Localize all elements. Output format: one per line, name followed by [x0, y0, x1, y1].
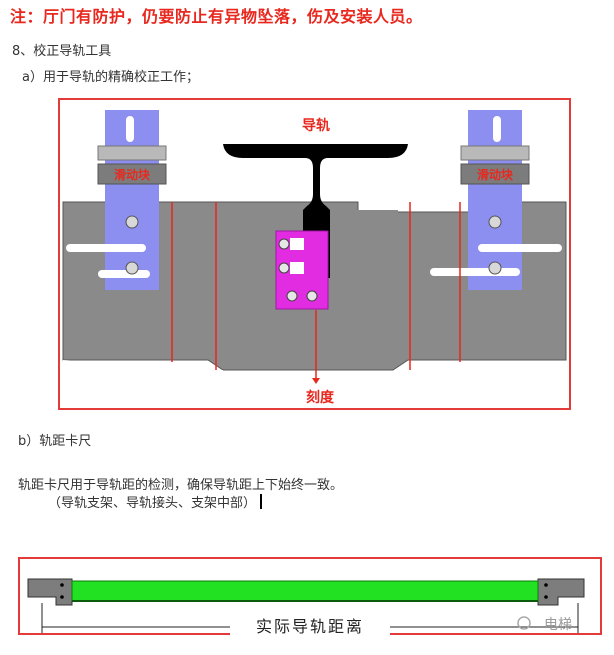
- left-slider-slot-top: [126, 116, 134, 142]
- slider-right-label: 滑动块: [477, 167, 514, 182]
- right-screw-1: [488, 215, 502, 229]
- description-note: （导轨支架、导轨接头、支架中部）: [48, 496, 257, 511]
- right-slider-cap: [460, 145, 530, 161]
- left-slider-label-band: [97, 163, 167, 185]
- clamp-screw-1: [278, 238, 290, 250]
- clamp-window-1: [290, 238, 304, 250]
- gauge-right-end: [537, 578, 585, 606]
- right-slider-label-band: [460, 163, 530, 185]
- gauge-left-pin-1: [60, 583, 64, 587]
- clamp-window-2: [290, 262, 304, 274]
- left-screw-1: [125, 215, 139, 229]
- gauge-right-pin-1: [544, 583, 548, 587]
- gauge-left-pin-2: [60, 595, 64, 599]
- scale-label: 刻度: [306, 389, 335, 406]
- guide-rail: [223, 144, 408, 278]
- clamp-screw-3: [286, 290, 298, 302]
- text-cursor: [260, 494, 263, 509]
- right-slider-slot-top: [493, 116, 501, 142]
- distance-label-bg: [230, 617, 390, 635]
- left-plate-slot-2: [98, 270, 150, 278]
- figure-gauge: 实际导轨距离 电梯: [27, 578, 585, 635]
- watermark-icon: [517, 616, 531, 630]
- slider-left-label: 滑动块: [114, 167, 151, 182]
- description-note-line: （导轨支架、导轨接头、支架中部）: [48, 492, 263, 511]
- distance-label: 实际导轨距离: [256, 617, 364, 635]
- clamp-screw-4: [306, 290, 318, 302]
- clamp-screw-2: [278, 262, 290, 274]
- right-screw-2: [488, 261, 502, 275]
- item-a-text: a）用于导轨的精确校正工作；: [22, 70, 199, 85]
- left-screw-2: [125, 261, 139, 275]
- figure-rail-calibration: 滑动块 滑动块 导轨 刻度: [62, 110, 567, 406]
- item-b-text: b）轨距卡尺: [18, 434, 92, 449]
- scale-pointer-arrow: [312, 378, 320, 384]
- gauge-right-pin-2: [544, 595, 548, 599]
- gauge-left-end: [27, 578, 73, 606]
- description-text: 轨距卡尺用于导轨距的检测，确保导轨距上下始终一致。: [18, 478, 344, 493]
- gauge-bar: [71, 580, 539, 602]
- section-heading: 8、校正导轨工具: [12, 44, 112, 59]
- watermark: 电梯: [544, 617, 572, 633]
- figure-rail-calibration-frame: [58, 98, 571, 410]
- right-plate-slot-2: [478, 244, 562, 252]
- left-plate-slot-1: [66, 244, 146, 252]
- safety-note: 注：厅门有防护，仍要防止有异物坠落，伤及安装人员。: [10, 7, 423, 26]
- right-plate-slot-1: [430, 268, 520, 276]
- plate-bottom-left-mask: [63, 360, 223, 398]
- left-slider-cap: [97, 145, 167, 161]
- rail-label: 导轨: [302, 117, 330, 134]
